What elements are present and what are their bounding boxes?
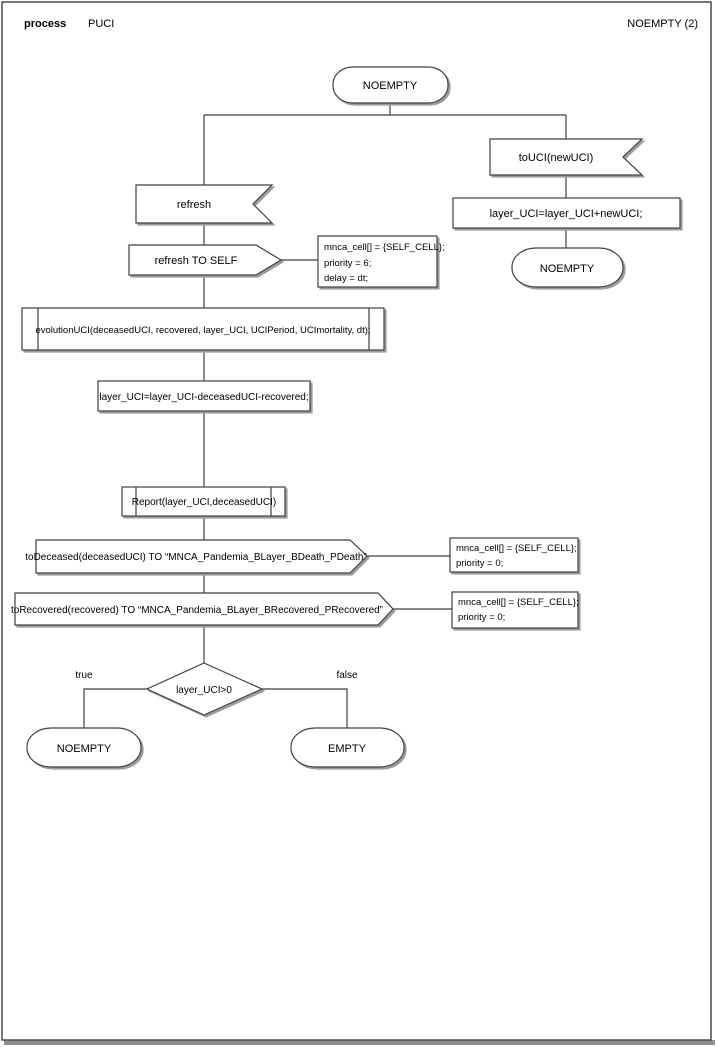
- task-uci-update-label: layer_UCI=layer_UCI-deceasedUCI-recovere…: [99, 392, 308, 403]
- state-true-label: NOEMPTY: [57, 743, 112, 755]
- connector-decision-false: [262, 688, 348, 728]
- output-recovered-symbol[interactable]: [14, 592, 394, 626]
- header-process-name: PUCI: [88, 18, 114, 30]
- comment-refresh-box[interactable]: [317, 235, 438, 288]
- connector-decision-true: [83, 688, 147, 728]
- comment-recovered-box[interactable]: [451, 591, 579, 629]
- comment-refresh-line1: mnca_cell[] = {SELF_CELL};: [324, 242, 445, 253]
- comment-refresh-line3: delay = dt;: [324, 273, 368, 284]
- input-touci-label: toUCI(newUCI): [519, 152, 594, 164]
- header-kind-label: process: [24, 18, 66, 30]
- state-uci-next-label: NOEMPTY: [540, 263, 595, 275]
- input-refresh-label: refresh: [177, 199, 211, 211]
- comment-recovered-line1: mnca_cell[] = {SELF_CELL};: [458, 597, 579, 608]
- state-true-symbol[interactable]: [26, 727, 142, 768]
- output-refresh-self-label: refresh TO SELF: [155, 255, 238, 267]
- output-deceased-label: toDeceased(deceasedUCI) TO “MNCA_Pandemi…: [25, 552, 366, 563]
- state-uci-next-symbol[interactable]: [511, 247, 624, 288]
- decision-symbol[interactable]: [145, 662, 264, 716]
- state-start-label: NOEMPTY: [363, 80, 418, 92]
- state-start-symbol[interactable]: [332, 66, 449, 104]
- procedure-report-label: Report(layer_UCI,deceasedUCI): [132, 497, 277, 508]
- procedure-evolution-symbol[interactable]: [21, 307, 385, 351]
- task-uci-add-label: layer_UCI=layer_UCI+newUCI;: [490, 208, 643, 220]
- output-refresh-self-symbol[interactable]: [128, 244, 283, 276]
- procedure-evolution-label: evolutionUCI(deceasedUCI, recovered, lay…: [35, 325, 370, 336]
- page-bottom-shadow: [4, 1040, 715, 1045]
- output-recovered-label: toRecovered(recovered) TO “MNCA_Pandemia…: [11, 605, 383, 616]
- decision-true-branch-label: true: [75, 670, 93, 681]
- state-false-label: EMPTY: [328, 743, 367, 755]
- comment-refresh-line2: priority = 6;: [324, 258, 371, 269]
- input-touci-symbol[interactable]: [489, 138, 644, 176]
- decision-label: layer_UCI>0: [176, 685, 232, 696]
- task-uci-add-symbol[interactable]: [452, 197, 681, 229]
- input-refresh-symbol[interactable]: [135, 184, 274, 224]
- task-uci-update-symbol[interactable]: [97, 380, 311, 412]
- comment-deceased-line2: priority = 0;: [456, 558, 503, 569]
- comment-recovered-line2: priority = 0;: [458, 612, 505, 623]
- comment-deceased-box[interactable]: [449, 537, 579, 573]
- output-deceased-symbol[interactable]: [35, 539, 368, 574]
- state-false-symbol[interactable]: [290, 727, 405, 768]
- procedure-report-symbol[interactable]: [121, 486, 286, 517]
- decision-false-branch-label: false: [336, 670, 358, 681]
- comment-deceased-line1: mnca_cell[] = {SELF_CELL};: [456, 543, 577, 554]
- header-page-label: NOEMPTY (2): [627, 18, 698, 30]
